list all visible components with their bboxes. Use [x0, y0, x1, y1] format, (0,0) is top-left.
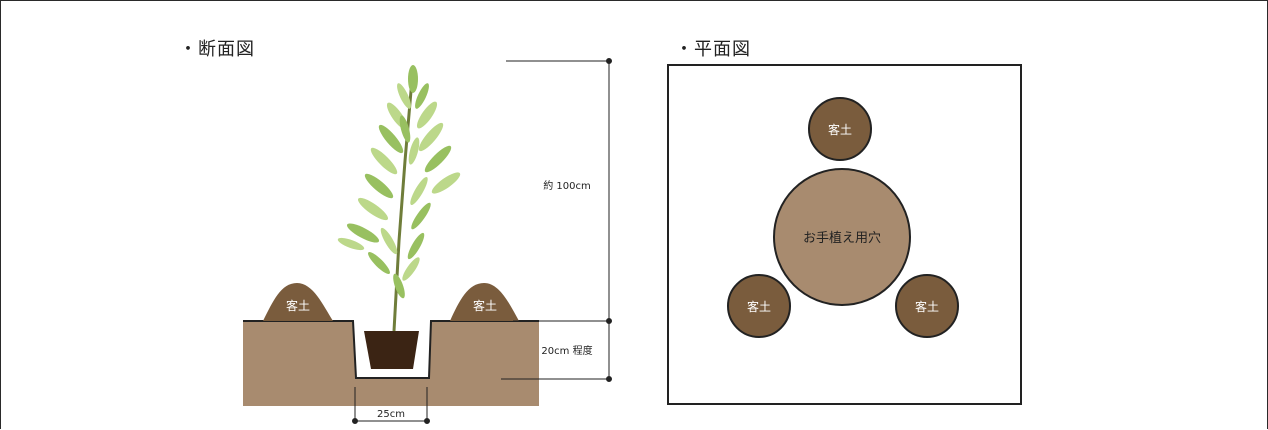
plant-pot [364, 331, 419, 369]
ground-outline [243, 320, 539, 379]
dimension-lines [352, 58, 612, 424]
left-mound [263, 283, 333, 321]
cross-section-title: ・断面図 [179, 39, 255, 60]
soil-ground [243, 321, 539, 406]
depth-label: 20cm 程度 [541, 344, 592, 357]
plan-mound-top [808, 97, 872, 161]
plant-leaves [337, 65, 461, 299]
plan-hole [773, 168, 911, 306]
plan-mound-left [727, 274, 791, 338]
right-mound-label: 客土 [473, 298, 497, 313]
plan-view-title: ・平面図 [675, 39, 751, 60]
left-mound-label: 客土 [286, 298, 310, 313]
plan-mound-left-label: 客土 [747, 299, 771, 314]
plan-hole-label: お手植え用穴 [803, 231, 881, 246]
plan-view: お手植え用穴 客土 客土 客土 [667, 64, 1022, 405]
plan-mound-right-label: 客土 [915, 299, 939, 314]
cross-section: 客土 客土 [243, 58, 612, 424]
height-label: 約 100cm [543, 179, 591, 192]
right-mound [450, 283, 519, 321]
plan-mound-top-label: 客土 [828, 122, 852, 137]
width-label: 25cm [377, 409, 405, 420]
plan-mound-right [895, 274, 959, 338]
